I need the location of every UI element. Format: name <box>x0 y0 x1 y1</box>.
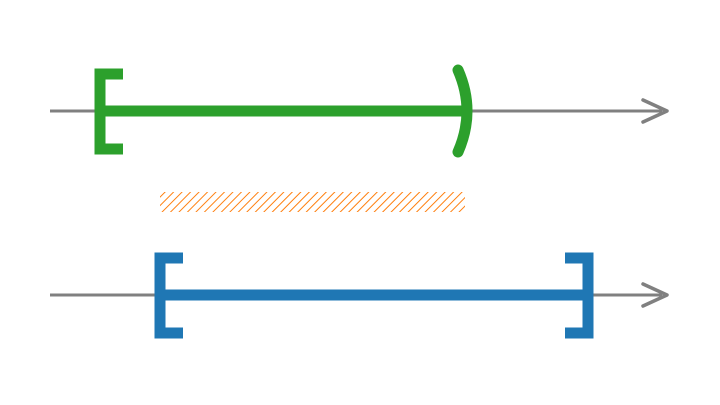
closed-bracket-right-bottom <box>565 252 594 339</box>
open-paren-right-top <box>452 64 473 158</box>
interval-top <box>94 64 473 158</box>
axis-arrowhead-bottom <box>641 282 669 308</box>
closed-bracket-left-bottom <box>154 252 183 339</box>
axis-arrowhead-top <box>641 98 669 124</box>
interval-bottom <box>154 252 594 339</box>
closed-bracket-left-top <box>94 68 123 155</box>
overlap-region <box>160 192 465 212</box>
